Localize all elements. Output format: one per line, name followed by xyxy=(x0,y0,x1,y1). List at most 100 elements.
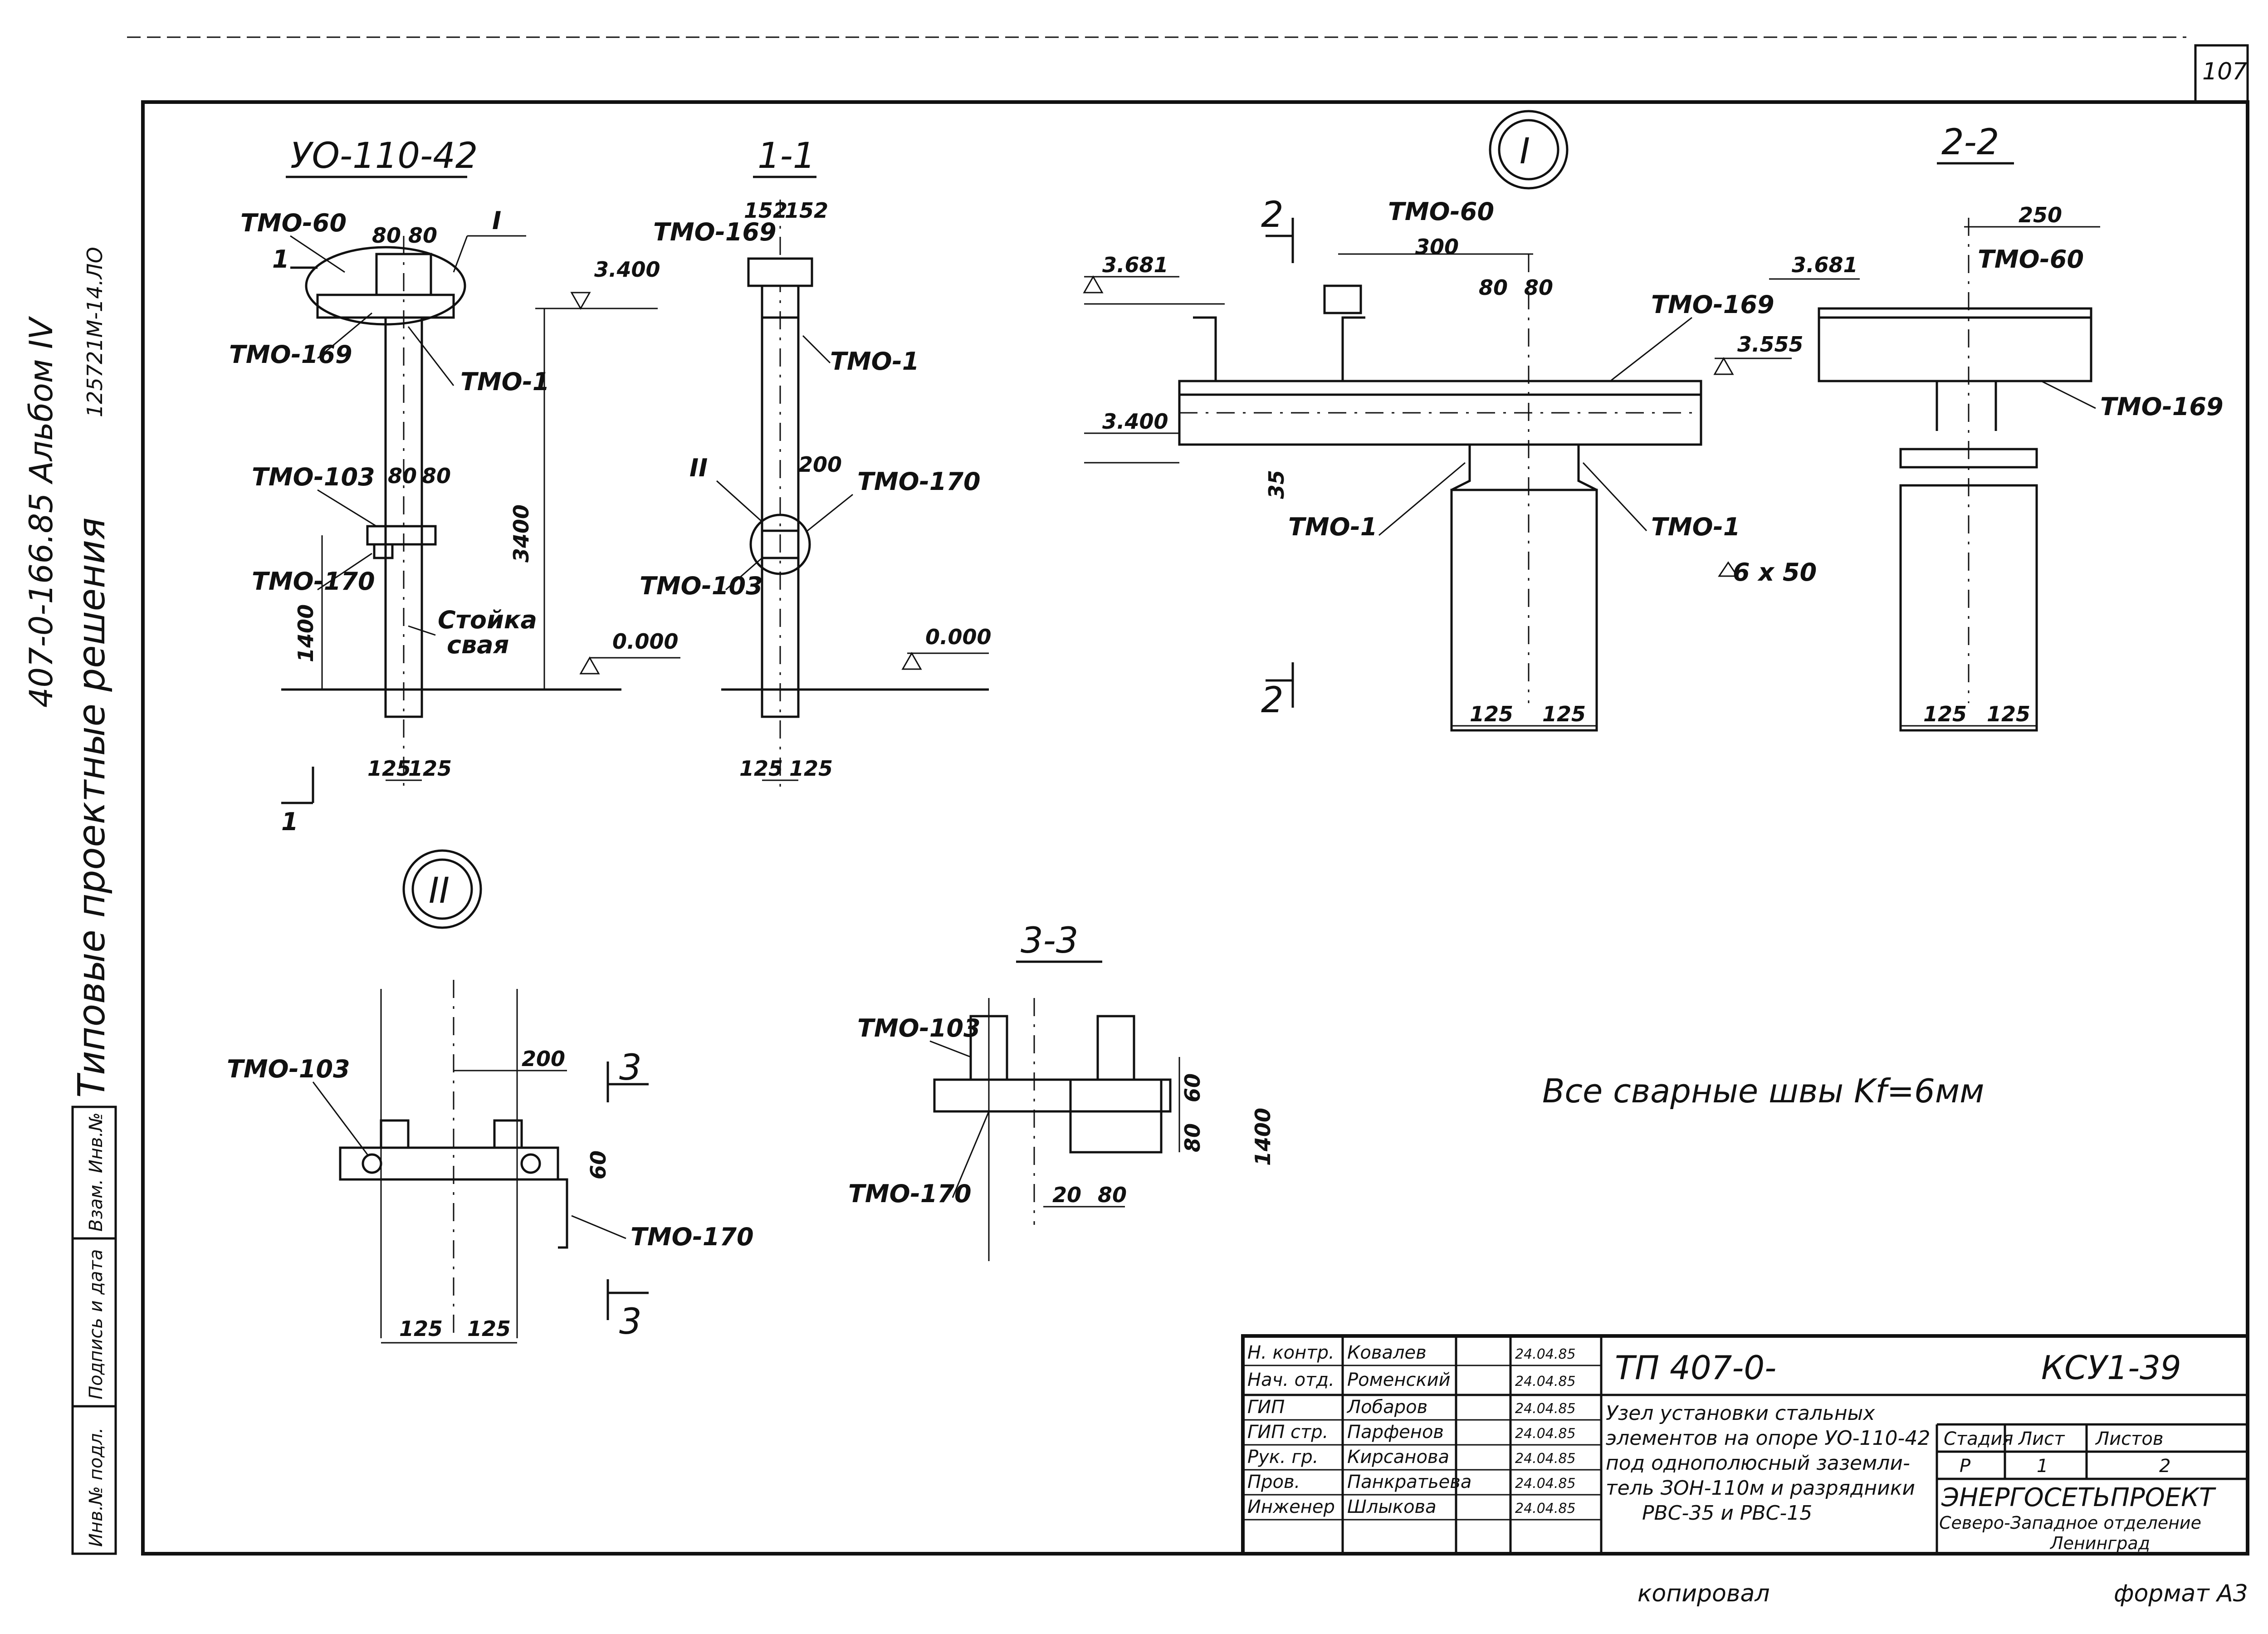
tb-desc-4: тель ЗОН-110м и разрядники xyxy=(1606,1477,1915,1500)
node2-tmo170: ТМО-170 xyxy=(631,1223,754,1251)
main-tmo169: ТМО-169 xyxy=(229,340,352,369)
node1-dim-125a: 125 xyxy=(1470,702,1513,726)
main-elev-0000: 0.000 xyxy=(612,629,679,654)
tb-name-2: Роменский xyxy=(1347,1370,1451,1390)
tb-name-3: Лобаров xyxy=(1346,1397,1427,1418)
tb-date-1: 24.04.85 xyxy=(1515,1346,1576,1362)
s33-dim-80: 80 xyxy=(1180,1123,1205,1152)
node2-dim-200: 200 xyxy=(522,1047,565,1071)
node1-dim-35: 35 xyxy=(1264,470,1289,499)
general-note: Все сварные швы Kf=6мм xyxy=(1542,1072,1984,1110)
side-title: Типовые проектные решения xyxy=(70,518,113,1098)
main-dim-80b: 80 xyxy=(408,223,437,248)
footer-format: формат А3 xyxy=(2114,1580,2248,1607)
node1-dim-80a: 80 xyxy=(1479,275,1508,300)
main-stoika: Стойка xyxy=(438,606,537,634)
node2-dim-125a: 125 xyxy=(399,1316,443,1341)
tb-desc-5: РВС-35 и РВС-15 xyxy=(1642,1502,1812,1525)
main-dim-125a: 125 xyxy=(367,756,411,781)
s22-elev-3681: 3.681 xyxy=(1792,253,1858,277)
s11-dim-200: 200 xyxy=(798,452,842,477)
main-dim-1400: 1400 xyxy=(293,604,318,662)
s22-title: 2-2 xyxy=(1941,122,1999,163)
tb-role-3: ГИП xyxy=(1247,1397,1285,1418)
node1-tmo169: ТМО-169 xyxy=(1651,290,1774,319)
main-dim-80a: 80 xyxy=(372,223,401,248)
tb-name-4: Парфенов xyxy=(1347,1422,1444,1443)
tb-stage-header: Стадия xyxy=(1944,1429,2013,1449)
stamp-cell-2: Подпись и дата xyxy=(86,1249,107,1399)
tb-org: ЭНЕРГОСЕТЬПРОЕКТ xyxy=(1941,1483,2216,1512)
tb-org-branch: Северо-Западное отделение xyxy=(1939,1513,2201,1533)
tb-date-6: 24.04.85 xyxy=(1515,1476,1576,1492)
node1-tmo1-left: ТМО-1 xyxy=(1288,513,1377,541)
main-cut-bottom: 1 xyxy=(281,807,298,836)
tb-name-1: Ковалев xyxy=(1347,1342,1427,1363)
side-column: 125721М-14.ЛО 407-0-166.85 Альбом IV Тип… xyxy=(23,247,117,1555)
tb-date-2: 24.04.85 xyxy=(1515,1374,1576,1389)
tb-role-5: Рук. гр. xyxy=(1247,1447,1319,1468)
tb-date-3: 24.04.85 xyxy=(1515,1401,1576,1417)
drawing-frame xyxy=(141,100,2249,1556)
s11-tmo170: ТМО-170 xyxy=(857,467,981,496)
s33-dim-60: 60 xyxy=(1180,1073,1205,1102)
side-note-code: 125721М-14.ЛО xyxy=(83,247,107,417)
node2-cut-mark: 3 xyxy=(619,1047,642,1088)
tb-role-2: Нач. отд. xyxy=(1247,1370,1334,1390)
s22-dim-125a: 125 xyxy=(1923,702,1967,726)
tb-stage: Р xyxy=(1960,1456,1971,1477)
main-cut-mark: 1 xyxy=(272,245,289,274)
node1-cut-mark: 2 xyxy=(1261,195,1284,235)
main-dim-80d: 80 xyxy=(422,464,451,488)
node2-dim-60: 60 xyxy=(586,1150,611,1179)
s11-dim-125a: 125 xyxy=(739,756,783,781)
s22-tmo169: ТМО-169 xyxy=(2100,392,2224,421)
tb-name-5: Кирсанова xyxy=(1347,1447,1449,1468)
node1-dim-125b: 125 xyxy=(1542,702,1586,726)
node1-dim-300: 300 xyxy=(1415,235,1459,259)
tb-sheets-header: Листов xyxy=(2095,1429,2163,1449)
view-main-title: УО-110-42 xyxy=(290,136,478,176)
node1-elev-3681: 3.681 xyxy=(1102,253,1168,277)
footer-copied: копировал xyxy=(1637,1580,1770,1607)
view-node-2: II ТМО-103 200 3 60 ТМО-170 3 125 125 xyxy=(227,849,754,1344)
node2-cut-mark-bottom: 3 xyxy=(619,1301,642,1342)
s11-dim-125b: 125 xyxy=(789,756,833,781)
s33-tmo103: ТМО-103 xyxy=(857,1014,981,1042)
main-node-mark: I xyxy=(492,206,501,235)
s11-tmo1: ТМО-1 xyxy=(830,347,919,376)
stamp-cell-3: Взам. Инв.№ xyxy=(86,1112,107,1232)
s33-title: 3-3 xyxy=(1021,920,1078,961)
main-tmo103: ТМО-103 xyxy=(252,463,375,491)
view-section-1-1: 1-1 ТМО-169 152 152 ТМО-1 II 200 ТМО-170… xyxy=(640,136,992,794)
tb-sheets: 2 xyxy=(2159,1456,2170,1477)
tb-sheet: 1 xyxy=(2037,1456,2048,1477)
main-dim-125b: 125 xyxy=(408,756,452,781)
node1-tmo60: ТМО-60 xyxy=(1388,197,1494,226)
s11-dim-152a: 152 xyxy=(744,198,787,223)
side-album: 407-0-166.85 Альбом IV xyxy=(23,316,60,708)
s11-dim-152b: 152 xyxy=(785,198,828,223)
node1-cut-mark-bottom: 2 xyxy=(1261,680,1284,721)
main-tmo60: ТМО-60 xyxy=(240,209,347,237)
tb-date-4: 24.04.85 xyxy=(1515,1426,1576,1442)
main-dim-3400: 3400 xyxy=(509,504,533,563)
stamp-cell-1: Инв.№ подл. xyxy=(86,1428,107,1547)
node1-elev-3400: 3.400 xyxy=(1102,409,1168,434)
node1-elev-3555: 3.555 xyxy=(1737,332,1804,357)
s33-dim-20: 20 xyxy=(1052,1183,1081,1207)
tb-date-7: 24.04.85 xyxy=(1515,1501,1576,1517)
tb-name-7: Шлыкова xyxy=(1347,1497,1437,1517)
s11-tmo103: ТМО-103 xyxy=(640,572,763,600)
tb-role-7: Инженер xyxy=(1247,1497,1335,1517)
s11-node-mark: II xyxy=(689,454,708,482)
tb-roles: Н. контр. Ковалев 24.04.85 Нач. отд. Ром… xyxy=(1243,1342,1601,1521)
node1-tmo1-right: ТМО-1 xyxy=(1651,513,1740,541)
tb-desc-3: под однополюсный заземли- xyxy=(1606,1452,1910,1475)
s33-dim-1400: 1400 xyxy=(1251,1108,1275,1166)
tb-org-city: Ленинград xyxy=(2049,1533,2150,1553)
s11-tmo169: ТМО-169 xyxy=(653,218,777,246)
page-number-box xyxy=(2194,44,2249,103)
tb-project-code: ТП 407-0- xyxy=(1615,1349,1776,1387)
